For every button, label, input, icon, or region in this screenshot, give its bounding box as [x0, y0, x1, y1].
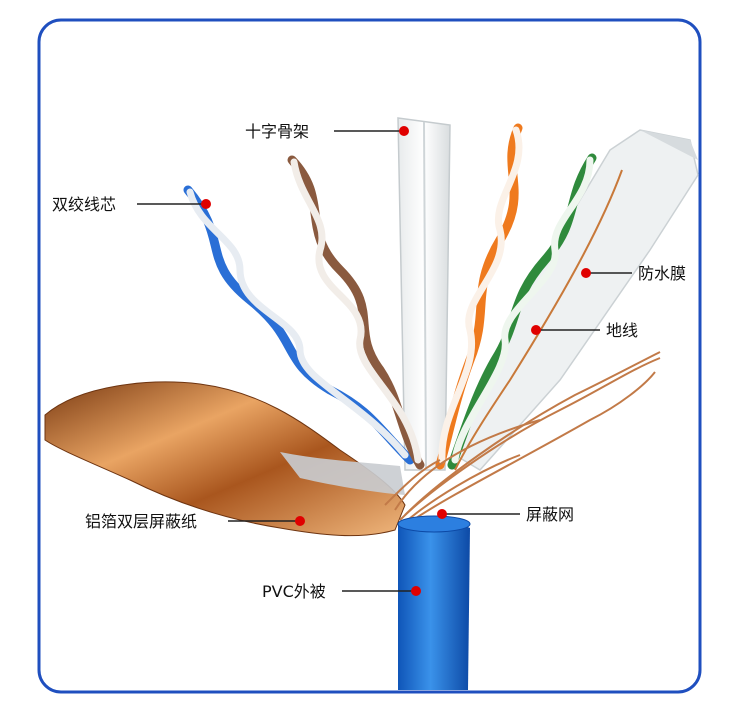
- waterproof-film-fold: [640, 130, 698, 160]
- foil-shield-silver: [280, 452, 405, 495]
- pvc-jacket-top: [397, 515, 471, 533]
- label-foil-shield: 铝箔双层屏蔽纸: [85, 512, 197, 531]
- marker-pvc-jacket: [411, 586, 421, 596]
- twisted-pair-green: [447, 153, 597, 470]
- marker-shield-mesh: [437, 509, 447, 519]
- foil-shield-shape: [44, 381, 406, 537]
- cross-skeleton-ridge: [423, 121, 427, 471]
- markers: [201, 126, 591, 596]
- twisted-pair-orange: [435, 123, 523, 470]
- marker-waterproof-film: [581, 268, 591, 278]
- label-pvc-jacket: PVC外被: [262, 582, 326, 601]
- label-shield-mesh: 屏蔽网: [526, 505, 574, 524]
- label-cross-skeleton: 十字骨架: [245, 122, 309, 141]
- marker-twisted-pair: [201, 199, 211, 209]
- shield-mesh-shape: [384, 351, 661, 526]
- marker-ground-wire: [531, 325, 541, 335]
- label-twisted-pair: 双绞线芯: [52, 195, 116, 214]
- leader-lines: [137, 130, 632, 592]
- ground-wire-shape: [454, 169, 623, 471]
- twisted-pair-brown: [287, 155, 425, 470]
- marker-cross-skeleton: [399, 126, 409, 136]
- label-waterproof-film: 防水膜: [638, 264, 686, 283]
- marker-foil-shield: [295, 516, 305, 526]
- pvc-jacket-shape: [398, 520, 470, 690]
- label-ground-wire: 地线: [606, 321, 638, 340]
- twisted-pair-blue: [183, 185, 415, 465]
